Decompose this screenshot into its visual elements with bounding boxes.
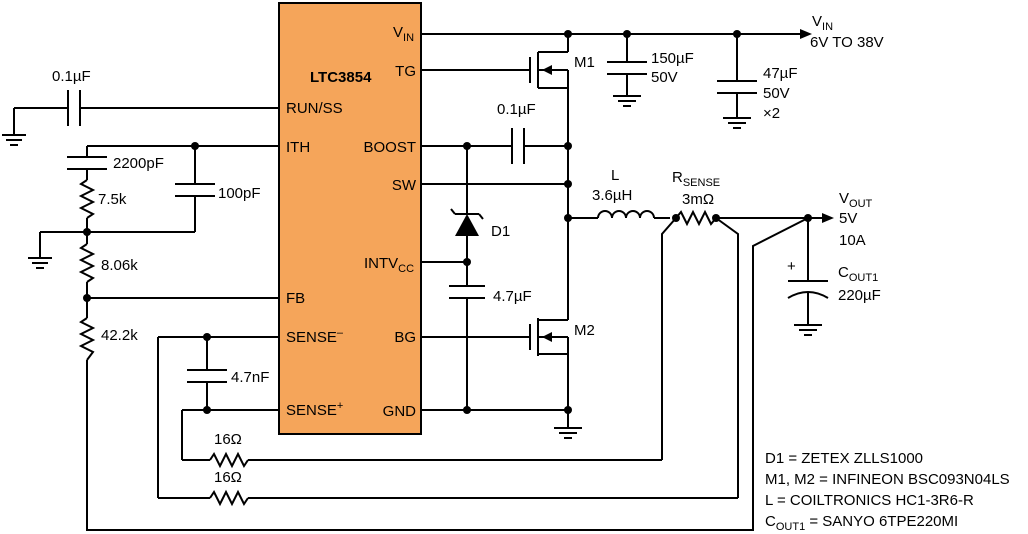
pin-sw: SW <box>392 177 417 194</box>
pin-sense-minus-label: SENSE <box>286 329 337 346</box>
note-cout-rest: = SANYO 6TPE220MI <box>805 513 958 530</box>
vout-voltage: 5V <box>839 210 857 227</box>
c-ith2-label: 100pF <box>218 185 261 202</box>
pin-fb: FB <box>286 290 305 307</box>
note-m1m2: M1, M2 = INFINEON BSC093N04LS <box>765 471 1010 488</box>
vin-label: VIN <box>812 13 833 33</box>
input-capacitor-47uf <box>717 34 757 129</box>
rsense-label: RSENSE <box>672 169 720 189</box>
diode-d1 <box>421 146 484 286</box>
vin-label-sub: IN <box>822 21 833 33</box>
r-ith-label: 7.5k <box>98 191 127 208</box>
pin-vin: VIN <box>393 24 414 44</box>
pin-vin-sub: IN <box>403 32 414 44</box>
pin-sense-plus-label: SENSE <box>286 402 337 419</box>
c-in2-value: 47µF <box>763 65 798 82</box>
c-ith1-label: 2200pF <box>113 155 164 172</box>
pin-ith: ITH <box>286 139 310 156</box>
ic-body <box>278 2 422 435</box>
c-in2-voltage: 50V <box>763 85 790 102</box>
pin-vin-main: V <box>393 24 403 41</box>
input-capacitor-150uf <box>607 34 647 107</box>
vout-arrow-icon <box>822 213 834 223</box>
note-d1: D1 = ZETEX ZLLS1000 <box>765 450 923 467</box>
sense-filter <box>157 333 738 507</box>
ith-network <box>28 142 279 269</box>
d1-label: D1 <box>491 223 510 240</box>
rsense-sub: SENSE <box>683 177 720 189</box>
pin-intvcc-sub: CC <box>398 263 414 275</box>
feedback-return <box>86 217 809 531</box>
cout-sub: OUT1 <box>849 272 878 284</box>
mosfet-m1 <box>421 34 569 89</box>
pin-bg: BG <box>394 329 416 346</box>
pin-run-ss: RUN/SS <box>286 100 343 117</box>
run-ss-capacitor <box>2 90 279 146</box>
vin-label-main: V <box>812 13 822 30</box>
pin-sense-plus: SENSE+ <box>286 400 343 419</box>
pin-tg: TG <box>395 63 416 80</box>
rsense-value: 3mΩ <box>682 191 714 208</box>
note-cout: COUT1 = SANYO 6TPE220MI <box>765 513 958 533</box>
c-in1-value: 150µF <box>651 50 694 67</box>
r-sense1-label: 16Ω <box>214 431 242 448</box>
vin-arrow-icon <box>800 29 812 39</box>
pin-intvcc: INTVCC <box>364 255 414 275</box>
c-in1-voltage: 50V <box>651 69 678 86</box>
cout-polarity: + <box>787 258 796 275</box>
note-cout-prefix: C <box>765 513 776 530</box>
cout-value: 220µF <box>838 287 881 304</box>
output-capacitor <box>787 218 829 336</box>
c-run-label: 0.1µF <box>52 68 91 85</box>
vout-label: VOUT <box>839 190 873 210</box>
pin-gnd: GND <box>383 403 417 420</box>
r-fb1-label: 8.06k <box>101 257 138 274</box>
inductor-value: 3.6µH <box>592 187 632 204</box>
switch-node <box>421 88 572 320</box>
c-intv-label: 4.7µF <box>493 288 532 305</box>
cout-main: C <box>838 264 849 281</box>
mosfet-m2 <box>421 318 569 428</box>
ground-rail <box>421 406 582 439</box>
boost-capacitor <box>421 128 568 164</box>
vin-rail <box>421 30 800 38</box>
c-sense-label: 4.7nF <box>231 369 269 386</box>
pin-boost: BOOST <box>363 139 416 156</box>
cout-label: COUT1 <box>838 264 878 284</box>
c-boost-label: 0.1µF <box>497 101 536 118</box>
vout-sub: OUT <box>849 198 873 210</box>
inductor-l <box>568 210 670 219</box>
pin-sense-minus-sup: – <box>337 327 344 339</box>
vout-current: 10A <box>839 232 866 249</box>
m2-label: M2 <box>574 322 595 339</box>
vout-main: V <box>839 190 849 207</box>
intvcc-capacitor <box>449 285 485 414</box>
r-sense2-label: 16Ω <box>214 469 242 486</box>
r-fb2-label: 42.2k <box>101 327 138 344</box>
c-in2-count: ×2 <box>763 105 780 122</box>
note-cout-sub: OUT1 <box>776 521 805 533</box>
pin-intvcc-main: INTV <box>364 255 398 272</box>
inductor-name: L <box>611 167 619 184</box>
fb-divider <box>78 243 279 361</box>
rsense-main: R <box>672 169 683 186</box>
pin-sense-plus-sup: + <box>337 400 343 412</box>
note-l: L = COILTRONICS HC1-3R6-R <box>765 492 974 509</box>
vin-range-label: 6V TO 38V <box>810 34 884 51</box>
ic-name: LTC3854 <box>310 69 372 86</box>
pin-sense-minus: SENSE– <box>286 327 344 346</box>
sense-resistor <box>661 209 812 498</box>
m1-label: M1 <box>574 54 595 71</box>
